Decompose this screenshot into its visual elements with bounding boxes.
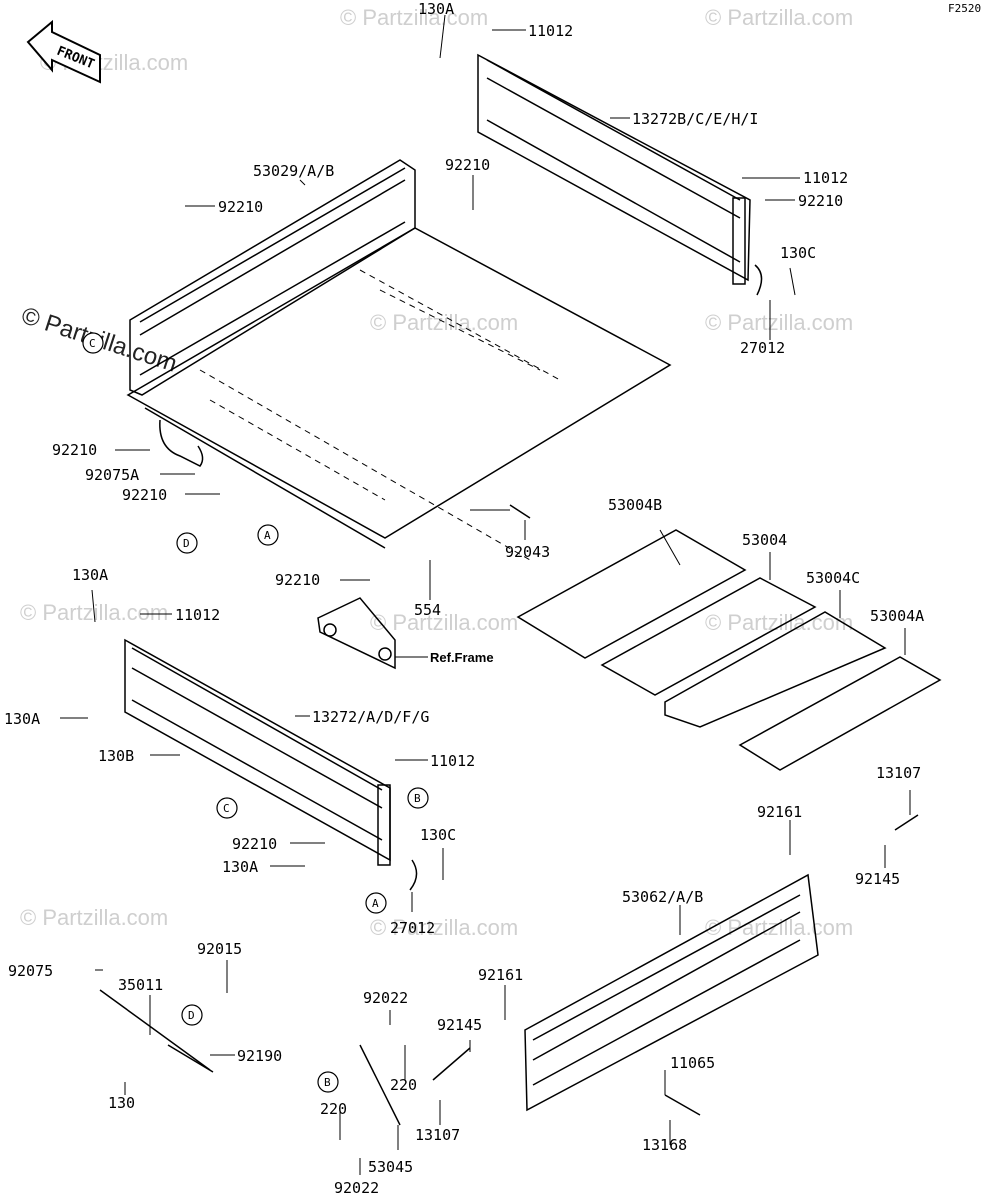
callout-b-right [407,787,429,809]
part-label: 13272B/C/E/H/I [632,110,758,128]
part-label: 27012 [740,339,785,357]
part-label: 130A [418,0,454,18]
part-label: 53004B [608,496,662,514]
part-label: 11065 [670,1054,715,1072]
part-label: 35011 [118,976,163,994]
part-label: 130C [420,826,456,844]
leader-lines [60,14,911,1175]
part-label: 130A [72,566,108,584]
part-label: 130B [98,747,134,765]
part-label: 220 [390,1076,417,1094]
callout-letter-d-2: D [188,1009,195,1022]
part-label: 92022 [334,1179,379,1197]
part-label: Ref.Frame [430,650,494,665]
front-arrow-icon: FRONT [26,19,101,84]
callout-letter-a-1: A [264,529,271,542]
callout-a-bottom [365,892,387,914]
callout-letter-a-2: A [372,897,379,910]
frame-reference [317,597,396,670]
part-label: 554 [414,601,441,619]
part-label: 92210 [218,198,263,216]
watermark-3: © Partzilla.com [705,5,853,30]
part-label: 92145 [855,870,900,888]
rear-panel-13272b [477,53,763,296]
part-label: 11012 [803,169,848,187]
part-label: 53045 [368,1158,413,1176]
part-label: 130C [780,244,816,262]
part-label: 92210 [798,192,843,210]
part-label: 220 [320,1100,347,1118]
callout-d-bottom [181,1004,203,1026]
watermark-7: © Partzilla.com [370,610,518,635]
watermarks: © Partzilla.com © Partzilla.com © Partzi… [18,5,853,940]
part-label: 92022 [363,989,408,1007]
pins-and-rods [99,504,919,1126]
side-panel-13272 [124,638,418,891]
part-label: 92145 [437,1016,482,1034]
part-label: 130A [222,858,258,876]
part-label: 53004C [806,569,860,587]
floor-mats [516,529,942,771]
part-label: 53004 [742,531,787,549]
part-label: 92210 [275,571,320,589]
part-label: 53029/A/B [253,162,334,180]
watermark-4: © Partzilla.com [705,310,853,335]
part-label: 92161 [478,966,523,984]
callout-c-top [82,332,104,354]
callout-letter-d-1: D [183,537,190,550]
part-label: 92210 [52,441,97,459]
part-label: 92075 [8,962,53,980]
part-label: 11012 [528,22,573,40]
callout-letter-c-1: C [89,337,96,350]
callout-markers [82,332,429,1093]
watermark-10: © Partzilla.com [370,915,518,940]
part-label: 53062/A/B [622,888,703,906]
part-label: 92210 [232,835,277,853]
part-label: 11012 [175,606,220,624]
part-label: 13272/A/D/F/G [312,708,429,726]
callout-d-top [176,532,198,554]
callout-letter-b-2: B [324,1076,331,1089]
part-label: 11012 [430,752,475,770]
callout-letters: C D A C B A D B [89,337,421,1089]
watermark-2: © Partzilla.com [340,5,488,30]
part-label: 27012 [390,919,435,937]
part-label: 130 [108,1094,135,1112]
callout-letter-b-1: B [414,792,421,805]
part-label: 13107 [876,764,921,782]
part-label: 92015 [197,940,242,958]
part-label: 13168 [642,1136,687,1154]
watermark-8: © Partzilla.com [705,610,853,635]
diagram-code: F2520 [948,2,981,15]
watermark-9: © Partzilla.com [20,905,168,930]
part-label: 92190 [237,1047,282,1065]
part-label: 13107 [415,1126,460,1144]
part-label: 92210 [122,486,167,504]
part-label: 53004A [870,607,924,625]
part-labels: 130A 11012 13272B/C/E/H/I 53029/A/B 9221… [4,0,924,1197]
part-label: 92161 [757,803,802,821]
callout-a-top [257,524,279,546]
watermark-11: © Partzilla.com [705,915,853,940]
part-label: 92043 [505,543,550,561]
cargo-bed-53029 [126,159,672,561]
callout-letter-c-2: C [223,802,230,815]
callout-c-bottom [216,797,238,819]
part-label: 92075A [85,466,139,484]
part-label: 92210 [445,156,490,174]
part-label: 130A [4,710,40,728]
tailgate-53062 [524,873,819,1112]
callout-b-bottom [317,1071,339,1093]
